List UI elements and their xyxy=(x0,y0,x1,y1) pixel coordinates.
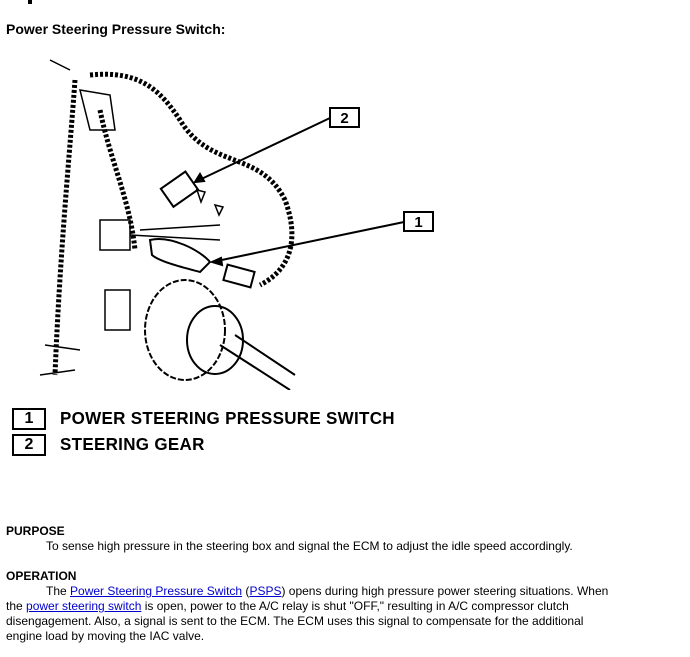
operation-heading: OPERATION xyxy=(6,569,77,583)
power-steering-switch-link[interactable]: power steering switch xyxy=(26,599,142,613)
component-diagram: 2 1 xyxy=(39,59,434,390)
harness-outline xyxy=(39,59,221,376)
legend-number-1: 1 xyxy=(12,408,46,430)
purpose-text: To sense high pressure in the steering b… xyxy=(46,539,573,553)
legend-number-2: 2 xyxy=(12,434,46,456)
page-title: Power Steering Pressure Switch: xyxy=(6,21,226,37)
callout-1: 1 xyxy=(209,211,434,267)
pressure-switch-sketch xyxy=(148,170,256,289)
wiring-harness-left xyxy=(52,71,295,376)
operation-text-part: is open, power to the A/C relay is shut … xyxy=(6,599,584,643)
operation-text: The Power Steering Pressure Switch (PSPS… xyxy=(6,584,616,644)
callout-2-label: 2 xyxy=(340,110,348,127)
psps-link[interactable]: PSPS xyxy=(249,584,282,598)
legend-label-1: POWER STEERING PRESSURE SWITCH xyxy=(60,408,395,429)
legend-label-2: STEERING GEAR xyxy=(60,434,205,455)
operation-text-part: ( xyxy=(242,584,250,598)
operation-text-part: The xyxy=(46,584,71,598)
operation-text-part: ) opens during high pressure power steer… xyxy=(6,584,609,613)
steering-gear-sketch xyxy=(144,279,296,390)
callout-1-label: 1 xyxy=(414,214,422,231)
power-steering-pressure-switch-link[interactable]: Power Steering Pressure Switch xyxy=(70,584,243,598)
callout-2: 2 xyxy=(193,107,360,184)
purpose-heading: PURPOSE xyxy=(6,524,65,538)
cut-off-heading-fragment xyxy=(28,0,32,4)
